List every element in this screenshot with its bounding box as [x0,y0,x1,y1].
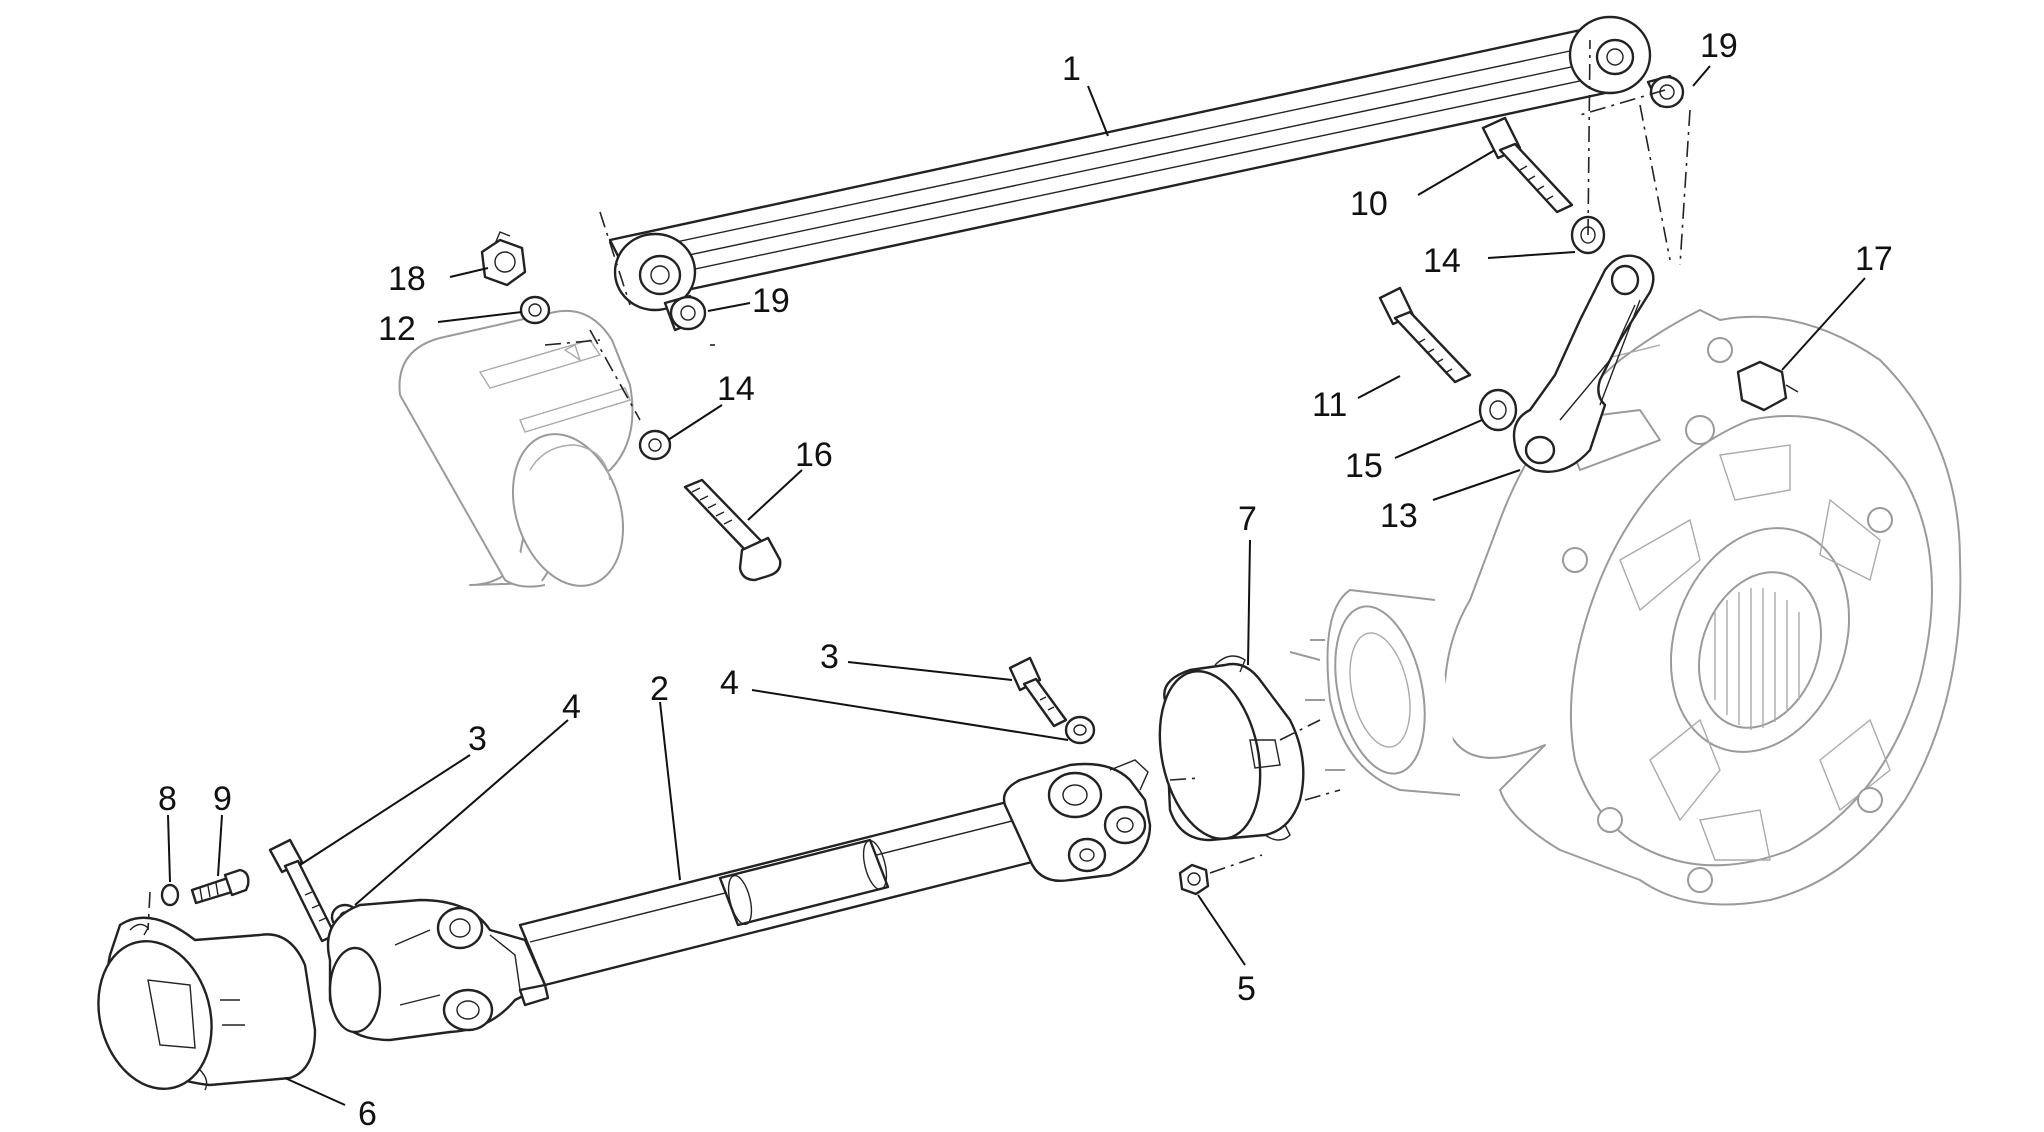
callout-14b: 14 [717,370,755,408]
callout-10: 10 [1350,185,1388,223]
callout-1: 1 [1062,50,1081,88]
bolt-3-left [268,838,337,943]
nut-18 [480,231,527,287]
callout-2: 2 [650,670,669,708]
bolt-10 [1481,116,1574,214]
callout-5: 5 [1237,970,1256,1008]
nut-5 [1178,863,1210,896]
callout-labels: 1 19 10 14 17 18 12 19 14 16 11 15 13 7 … [158,27,1893,1132]
washer-12 [519,295,551,325]
callout-7: 7 [1238,500,1257,538]
callout-11: 11 [1312,386,1347,424]
reaction-rod [608,15,1652,312]
boot-7 [1158,655,1305,842]
bushing-19-right [1646,74,1685,109]
cover-6 [97,916,317,1091]
callout-3a: 3 [820,638,839,676]
callout-15: 15 [1345,447,1383,485]
callout-16: 16 [795,436,833,474]
callout-18: 18 [388,260,426,298]
washer-4-right [1064,715,1096,745]
leader-lines [167,65,1866,1106]
nut-17 [1736,360,1799,412]
bolt-3-right [1008,656,1068,728]
callout-17: 17 [1855,240,1893,278]
final-drive-housing [1289,309,1962,906]
callout-3b: 3 [468,720,487,758]
assembly-centerlines [147,39,1691,931]
washer-15 [1478,388,1518,432]
frame-mount-bracket [398,309,634,588]
bracket-13 [1512,254,1655,473]
washer-14-left [638,429,672,461]
callout-8: 8 [158,780,177,818]
callout-4a: 4 [720,664,739,702]
callout-9: 9 [213,780,232,818]
callout-19b: 19 [752,282,790,320]
screw-9 [190,868,250,905]
bolt-16 [683,478,782,582]
bushing-19-left [663,294,707,332]
callout-19a: 19 [1700,27,1738,65]
callout-6: 6 [358,1095,377,1132]
bolt-11 [1378,286,1472,384]
callout-12: 12 [378,310,416,348]
callout-14a: 14 [1423,242,1461,280]
drive-shaft [326,759,1152,1042]
washer-8 [160,883,180,907]
callout-13: 13 [1380,497,1418,535]
callout-4b: 4 [562,688,581,726]
